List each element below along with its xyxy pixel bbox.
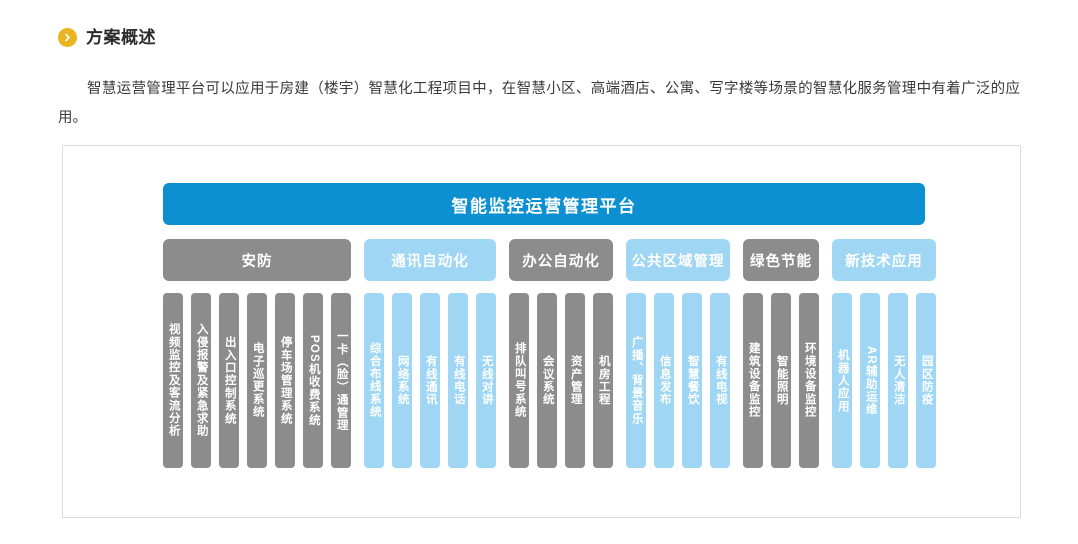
item-label: 机器人应用 (836, 348, 849, 413)
item-bar[interactable]: 一卡（脸）通管理 (331, 293, 351, 468)
item-bar[interactable]: 广播、背景音乐 (626, 293, 646, 468)
group-items-row: 视频监控及客流分析 入侵报警及紧急求助 出入口控制系统 电子巡更系统 停车场管理系统 PO… (163, 293, 351, 468)
item-label: 有线电视 (714, 355, 727, 406)
item-label: 排队叫号系统 (513, 342, 526, 419)
item-bar[interactable]: 建筑设备监控 (743, 293, 763, 468)
item-bar[interactable]: 排队叫号系统 (509, 293, 529, 468)
item-bar[interactable]: 环境设备监控 (799, 293, 819, 468)
group-column: 通讯自动化综合布线系统 网络系统 有线通讯 有线电话 无线对讲 (364, 239, 496, 468)
item-bar[interactable]: 入侵报警及紧急求助 (191, 293, 211, 468)
item-bar[interactable]: 出入口控制系统 (219, 293, 239, 468)
group-header-5[interactable]: 新技术应用 (832, 239, 936, 281)
item-bar[interactable]: 视频监控及客流分析 (163, 293, 183, 468)
item-label: 会议系统 (541, 355, 554, 406)
item-bar[interactable]: 机器人应用 (832, 293, 852, 468)
intro-paragraph: 智慧运营管理平台可以应用于房建（楼宇）智慧化工程项目中，在智慧小区、高端酒店、公… (58, 80, 1020, 126)
item-bar[interactable]: POS机收费系统 (303, 293, 323, 468)
group-header-3[interactable]: 公共区域管理 (626, 239, 730, 281)
group-header-4[interactable]: 绿色节能 (743, 239, 819, 281)
item-label: 园区防疫 (920, 355, 933, 406)
item-bar[interactable]: 智慧餐饮 (682, 293, 702, 468)
item-label: 建筑设备监控 (747, 342, 760, 419)
item-label: 入侵报警及紧急求助 (195, 323, 208, 438)
group-column: 绿色节能建筑设备监控 智能照明 环境设备监控 (743, 239, 819, 468)
item-label: 信息发布 (658, 355, 671, 406)
item-bar[interactable]: 园区防疫 (916, 293, 936, 468)
item-label: 智能照明 (775, 355, 788, 406)
item-label: 有线通讯 (424, 355, 437, 406)
item-bar[interactable]: 信息发布 (654, 293, 674, 468)
item-bar[interactable]: 综合布线系统 (364, 293, 384, 468)
item-bar[interactable]: AR辅助运维 (860, 293, 880, 468)
platform-header-bar: 智能监控运营管理平台 (163, 183, 925, 225)
group-column: 公共区域管理广播、背景音乐 信息发布 智慧餐饮 有线电视 (626, 239, 730, 468)
item-bar[interactable]: 无线对讲 (476, 293, 496, 468)
item-label: 一卡（脸）通管理 (335, 329, 348, 432)
item-label: 环境设备监控 (803, 342, 816, 419)
item-bar[interactable]: 有线电视 (710, 293, 730, 468)
group-column: 办公自动化排队叫号系统 会议系统 资产管理 机房工程 (509, 239, 613, 468)
diagram-content: 智能监控运营管理平台 安防视频监控及客流分析 入侵报警及紧急求助 出入口控制系统 电子… (163, 183, 936, 468)
group-header-1[interactable]: 通讯自动化 (364, 239, 496, 281)
chevron-right-circle-icon (58, 28, 77, 47)
section-heading: 方案概述 (58, 28, 156, 47)
group-column: 新技术应用机器人应用 AR辅助运维 无人清洁 园区防疫 (832, 239, 936, 468)
item-bar[interactable]: 会议系统 (537, 293, 557, 468)
item-label: AR辅助运维 (864, 345, 877, 416)
group-header-0[interactable]: 安防 (163, 239, 351, 281)
item-label: 有线电话 (452, 355, 465, 406)
architecture-diagram-panel: 智能监控运营管理平台 安防视频监控及客流分析 入侵报警及紧急求助 出入口控制系统 电子… (62, 145, 1021, 518)
item-bar[interactable]: 网络系统 (392, 293, 412, 468)
item-label: 无人清洁 (892, 355, 905, 406)
groups-row: 安防视频监控及客流分析 入侵报警及紧急求助 出入口控制系统 电子巡更系统 停车场管理系统… (163, 239, 936, 468)
item-bar[interactable]: 资产管理 (565, 293, 585, 468)
item-label: 广播、背景音乐 (630, 336, 643, 425)
item-label: 资产管理 (569, 355, 582, 406)
item-label: 停车场管理系统 (279, 336, 292, 425)
group-items-row: 建筑设备监控 智能照明 环境设备监控 (743, 293, 819, 468)
item-label: POS机收费系统 (307, 334, 320, 427)
page-title: 方案概述 (86, 28, 156, 47)
item-label: 无线对讲 (480, 355, 493, 406)
item-label: 网络系统 (396, 355, 409, 406)
group-items-row: 综合布线系统 网络系统 有线通讯 有线电话 无线对讲 (364, 293, 496, 468)
item-label: 电子巡更系统 (251, 342, 264, 419)
item-bar[interactable]: 停车场管理系统 (275, 293, 295, 468)
item-label: 机房工程 (597, 355, 610, 406)
item-label: 综合布线系统 (368, 342, 381, 419)
item-bar[interactable]: 机房工程 (593, 293, 613, 468)
group-items-row: 排队叫号系统 会议系统 资产管理 机房工程 (509, 293, 613, 468)
item-bar[interactable]: 有线电话 (448, 293, 468, 468)
item-label: 智慧餐饮 (686, 355, 699, 406)
item-bar[interactable]: 无人清洁 (888, 293, 908, 468)
item-bar[interactable]: 电子巡更系统 (247, 293, 267, 468)
item-label: 视频监控及客流分析 (167, 323, 180, 438)
group-items-row: 广播、背景音乐 信息发布 智慧餐饮 有线电视 (626, 293, 730, 468)
group-column: 安防视频监控及客流分析 入侵报警及紧急求助 出入口控制系统 电子巡更系统 停车场管理系统… (163, 239, 351, 468)
group-header-2[interactable]: 办公自动化 (509, 239, 613, 281)
item-bar[interactable]: 有线通讯 (420, 293, 440, 468)
item-label: 出入口控制系统 (223, 336, 236, 425)
group-items-row: 机器人应用 AR辅助运维 无人清洁 园区防疫 (832, 293, 936, 468)
item-bar[interactable]: 智能照明 (771, 293, 791, 468)
